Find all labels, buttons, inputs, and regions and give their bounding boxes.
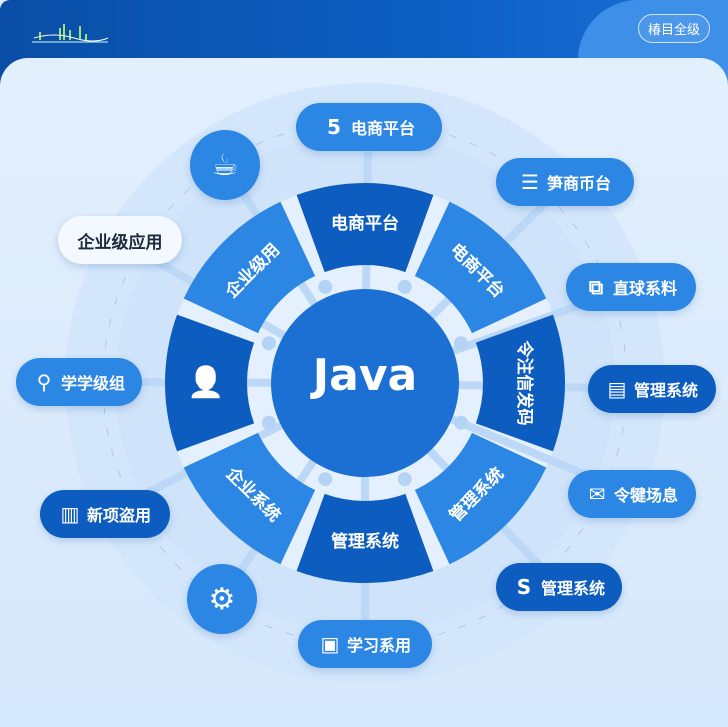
center-label: Java <box>312 350 418 401</box>
outer-item-2[interactable]: ☰ 笋商币台 <box>496 158 634 206</box>
cup-icon: ☕ <box>211 147 239 183</box>
outer-item-label: 直球系料 <box>612 279 677 298</box>
outer-item-label: 学学级组 <box>60 374 125 393</box>
outer-item-label: 新项盗用 <box>86 506 151 525</box>
outer-item-7[interactable]: ▣ 学习系用 <box>298 620 432 668</box>
outer-item-label: 管理系统 <box>633 381 698 400</box>
outer-item-4[interactable]: ▤ 管理系统 <box>588 365 716 413</box>
ring-dot <box>397 472 412 487</box>
header-button[interactable]: 椿目全级 <box>637 14 710 43</box>
window-icon: ▣ <box>320 632 340 656</box>
center-circle <box>271 289 459 477</box>
outer-item-5[interactable]: ✉ 令犍场息 <box>568 470 696 518</box>
ring-segment[interactable] <box>296 493 434 583</box>
outer-item-8[interactable]: ▥ 新项盗用 <box>40 490 170 538</box>
outer-item-9[interactable]: ⚲ 学学级组 <box>16 358 142 406</box>
outer-item-label: 学习系用 <box>346 636 411 655</box>
document-icon: ☰ <box>521 170 539 194</box>
s-logo-icon: S <box>516 575 532 599</box>
outer-item-label: 笋商币台 <box>546 174 611 193</box>
ring-segment[interactable] <box>414 201 547 334</box>
ring-dot <box>261 336 276 351</box>
outer-item-label: 管理系统 <box>540 579 605 598</box>
building-icon: ▥ <box>60 502 80 526</box>
outer-item-label: 电商平台 <box>350 119 415 138</box>
outer-item-label: 企业级应用 <box>77 232 163 253</box>
outer-item-enterprise[interactable]: 企业级应用 <box>58 216 182 264</box>
five-icon: 5 <box>327 115 341 139</box>
outer-item-ecommerce[interactable]: 5 电商平台 <box>296 103 442 151</box>
ring-segment-label: 令注信发码 <box>514 340 534 426</box>
ring-dot <box>397 279 412 294</box>
logo-icon <box>32 24 109 43</box>
ring-segment[interactable] <box>475 314 565 452</box>
ring-dot <box>318 279 333 294</box>
puzzle-icon: ⧉ <box>588 275 604 299</box>
cup-button[interactable]: ☕ <box>190 130 260 200</box>
ring-segment[interactable] <box>183 201 316 334</box>
ring-segment-label: 电商平台 <box>331 214 399 234</box>
outer-item-6[interactable]: S 管理系统 <box>496 563 622 611</box>
ring-dot <box>454 415 469 430</box>
mail-icon: ✉ <box>588 482 606 506</box>
ring-dot <box>261 415 276 430</box>
gear-icon: ⚙ <box>208 581 236 617</box>
ring-segment[interactable] <box>414 432 547 565</box>
ring-dot <box>454 336 469 351</box>
ring-segment-label: 管理系统 <box>331 532 399 552</box>
ring-segment[interactable] <box>183 432 316 565</box>
ring-segment[interactable] <box>165 314 255 452</box>
outer-item-3[interactable]: ⧉ 直球系料 <box>566 263 696 311</box>
file-icon: ▤ <box>607 377 627 401</box>
ring-segment[interactable] <box>296 182 434 273</box>
gear-button[interactable]: ⚙ <box>187 564 257 634</box>
badge-icon: ⚲ <box>36 370 52 394</box>
ring-dot <box>318 472 333 487</box>
user-icon: 👤 <box>187 365 225 400</box>
outer-item-label: 令犍场息 <box>613 486 678 505</box>
